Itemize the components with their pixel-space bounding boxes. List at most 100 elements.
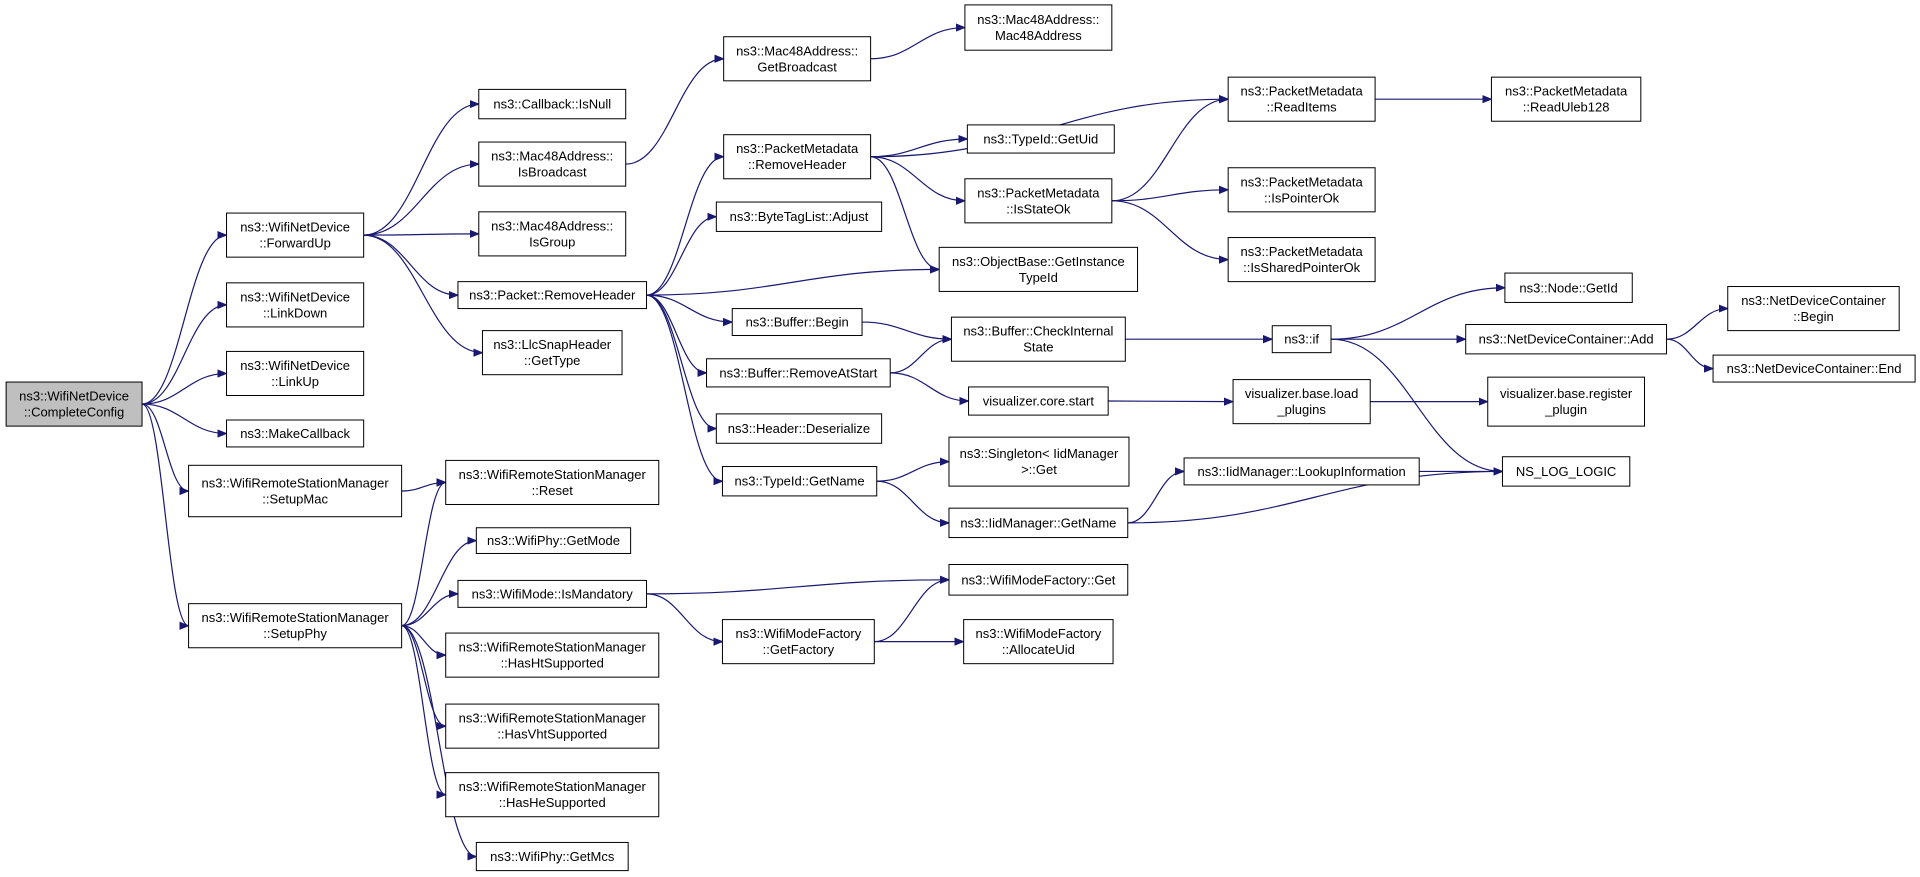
node-visualizer-core-start[interactable]: visualizer.core.start — [968, 386, 1109, 416]
node-label: ::Begin — [1793, 309, 1833, 324]
node-label: visualizer.core.start — [983, 394, 1095, 409]
node-box — [226, 419, 365, 448]
node-pm-readitems[interactable]: ns3::PacketMetadata::ReadItems — [1227, 76, 1376, 122]
node-ndc-begin[interactable]: ns3::NetDeviceContainer::Begin — [1727, 286, 1900, 332]
node-label: ns3::Node::GetId — [1519, 280, 1617, 295]
node-iidmanager-getname[interactable]: ns3::IidManager::GetName — [948, 507, 1129, 539]
node-label: ns3::WifiRemoteStationManager — [202, 476, 390, 491]
edge-complete_config-to-link_up — [142, 373, 226, 405]
node-box — [1465, 323, 1668, 355]
node-label: _plugins — [1276, 402, 1326, 417]
node-box — [938, 246, 1139, 292]
edge-pm_isstateok-to-pm_issharedpointerok — [1111, 200, 1228, 260]
node-bytetaglist-adjust[interactable]: ns3::ByteTagList::Adjust — [715, 201, 883, 232]
node-box — [481, 330, 623, 376]
node-label: >::Get — [1021, 462, 1057, 477]
node-iidmanager-lookupinformation[interactable]: ns3::IidManager::LookupInformation — [1183, 457, 1420, 486]
node-wmf-getfactory[interactable]: ns3::WifiModeFactory::GetFactory — [721, 619, 875, 665]
node-label: ::IsStateOk — [1006, 201, 1071, 216]
edge-setup_mac-to-wrsm_reset — [401, 482, 446, 492]
node-complete-config[interactable]: ns3::WifiNetDevice::CompleteConfig — [5, 381, 143, 427]
edge-complete_config-to-setup_mac — [141, 403, 189, 491]
edge-setup_phy-to-wifiphy_getmode — [401, 541, 477, 627]
node-pm-readuleb128[interactable]: ns3::PacketMetadata::ReadUleb128 — [1490, 76, 1642, 122]
node-box — [1227, 167, 1376, 213]
node-pm-ispointerok[interactable]: ns3::PacketMetadata::IsPointerOk — [1227, 167, 1376, 213]
node-label: ::LinkDown — [263, 305, 327, 320]
node-wifimode-ismandatory[interactable]: ns3::WifiMode::IsMandatory — [457, 579, 648, 608]
node-wmf-allocateuid[interactable]: ns3::WifiModeFactory::AllocateUid — [963, 619, 1114, 665]
node-typeid-getname[interactable]: ns3::TypeId::GetName — [721, 466, 878, 497]
edge-pm_isstateok-to-pm_readitems — [1111, 99, 1228, 202]
node-link-down[interactable]: ns3::WifiNetDevice::LinkDown — [226, 282, 365, 328]
node-callback-isnull[interactable]: ns3::Callback::IsNull — [478, 88, 627, 120]
node-wrsm-hasvht[interactable]: ns3::WifiRemoteStationManager::HasVhtSup… — [445, 703, 660, 749]
node-mac48-isbroadcast[interactable]: ns3::Mac48Address::IsBroadcast — [478, 141, 627, 187]
node-make-callback[interactable]: ns3::MakeCallback — [226, 419, 365, 448]
node-label: ::ReadItems — [1267, 100, 1338, 115]
node-llcsnap-gettype[interactable]: ns3::LlcSnapHeader::GetType — [481, 330, 623, 376]
node-wrsm-hasht[interactable]: ns3::WifiRemoteStationManager::HasHtSupp… — [445, 632, 660, 678]
node-box — [1501, 456, 1631, 487]
node-wmf-get[interactable]: ns3::WifiModeFactory::Get — [948, 563, 1129, 596]
node-label: ::GetFactory — [763, 642, 835, 657]
edge-wmf_getfactory-to-wmf_get — [874, 580, 949, 643]
edge-ns3_if-to-ns_log_logic — [1331, 338, 1502, 471]
node-box — [963, 619, 1114, 665]
node-pm-removeheader[interactable]: ns3::PacketMetadata::RemoveHeader — [723, 134, 872, 180]
node-label: ns3::LlcSnapHeader — [493, 337, 611, 352]
node-box — [478, 141, 627, 187]
node-pm-isstateok[interactable]: ns3::PacketMetadata::IsStateOk — [964, 178, 1113, 224]
node-node-getid[interactable]: ns3::Node::GetId — [1504, 272, 1633, 303]
node-typeid-getuid[interactable]: ns3::TypeId::GetUid — [966, 124, 1115, 154]
node-label: ns3::Mac48Address:: — [491, 149, 613, 164]
node-label: ns3::Packet::RemoveHeader — [469, 288, 636, 303]
node-packet-removeheader[interactable]: ns3::Packet::RemoveHeader — [457, 281, 648, 310]
node-ns3-if[interactable]: ns3::if — [1271, 325, 1332, 354]
node-visualizer-base-register-plugin[interactable]: visualizer.base.register_plugin — [1487, 376, 1645, 427]
edge-setup_phy-to-wrsm_hashe — [401, 625, 446, 795]
node-mac48-getbroadcast[interactable]: ns3::Mac48Address::GetBroadcast — [723, 36, 872, 82]
node-visualizer-base-load-plugins[interactable]: visualizer.base.load_plugins — [1232, 379, 1371, 425]
node-label: ::ReadUleb128 — [1523, 100, 1610, 115]
edge-setup_phy-to-wrsm_hasvht — [401, 625, 446, 726]
node-buffer-begin[interactable]: ns3::Buffer::Begin — [731, 308, 863, 337]
node-buffer-removeatstart[interactable]: ns3::Buffer::RemoveAtStart — [706, 358, 891, 388]
node-label: ns3::Callback::IsNull — [493, 97, 611, 112]
edge-packet_removeheader-to-buffer_begin — [646, 294, 733, 322]
node-box — [1504, 272, 1633, 303]
node-wrsm-hashe[interactable]: ns3::WifiRemoteStationManager::HasHeSupp… — [445, 772, 660, 818]
node-wrsm-reset[interactable]: ns3::WifiRemoteStationManager::Reset — [445, 459, 660, 505]
node-forward-up[interactable]: ns3::WifiNetDevice::ForwardUp — [226, 212, 365, 258]
node-box — [721, 466, 878, 497]
node-label: ::HasVhtSupported — [497, 727, 607, 742]
node-singleton-iidmanager-get[interactable]: ns3::Singleton< IidManager>::Get — [948, 436, 1130, 487]
node-label: ns3::WifiRemoteStationManager — [459, 640, 647, 655]
edge-visualizer_core_start-to-visualizer_base_load_plugins — [1108, 401, 1233, 402]
node-ndc-end[interactable]: ns3::NetDeviceContainer::End — [1712, 354, 1916, 383]
node-ns-log-logic[interactable]: NS_LOG_LOGIC — [1501, 456, 1631, 487]
node-header-deserialize[interactable]: ns3::Header::Deserialize — [715, 413, 883, 444]
node-label: ns3::PacketMetadata — [977, 185, 1100, 200]
node-setup-mac[interactable]: ns3::WifiRemoteStationManager::SetupMac — [188, 464, 403, 518]
node-wifiphy-getmode[interactable]: ns3::WifiPhy::GetMode — [475, 527, 632, 554]
node-box — [731, 308, 863, 337]
node-wifiphy-getmcs[interactable]: ns3::WifiPhy::GetMcs — [475, 841, 629, 872]
node-box — [723, 36, 872, 82]
node-mac48-mac48address[interactable]: ns3::Mac48Address::Mac48Address — [964, 4, 1113, 51]
node-label: ns3::WifiModeFactory — [976, 626, 1102, 641]
node-ndc-add[interactable]: ns3::NetDeviceContainer::Add — [1465, 323, 1668, 355]
node-mac48-isgroup[interactable]: ns3::Mac48Address::IsGroup — [478, 211, 627, 257]
node-setup-phy[interactable]: ns3::WifiRemoteStationManager::SetupPhy — [188, 603, 403, 649]
node-label: ::SetupMac — [262, 492, 328, 507]
edge-iidmanager_getname-to-iidmanager_lookupinformation — [1127, 471, 1185, 524]
node-box — [1227, 237, 1376, 283]
node-box — [715, 413, 883, 444]
node-label: ns3::if — [1284, 332, 1319, 347]
node-label: TypeId — [1019, 270, 1058, 285]
node-pm-issharedpointerok[interactable]: ns3::PacketMetadata::IsSharedPointerOk — [1227, 237, 1376, 283]
node-link-up[interactable]: ns3::WifiNetDevice::LinkUp — [226, 350, 365, 397]
nodes-layer: ns3::WifiNetDevice::CompleteConfigns3::W… — [5, 4, 1916, 872]
